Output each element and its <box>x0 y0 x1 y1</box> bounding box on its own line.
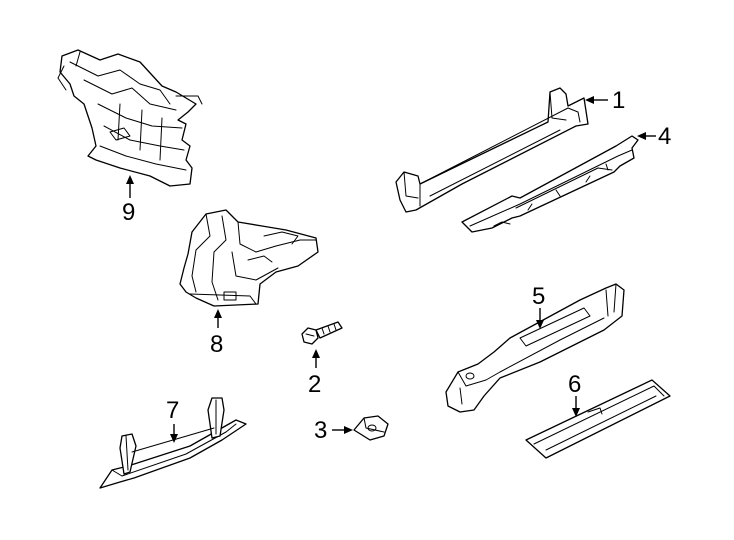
part-9-leader <box>126 175 134 198</box>
callout-1: 1 <box>612 87 625 114</box>
callout-6: 6 <box>568 371 581 398</box>
part-2-leader <box>312 349 320 368</box>
callout-8: 8 <box>210 331 223 358</box>
callout-4: 4 <box>658 123 671 150</box>
part-1-leader <box>585 96 608 104</box>
part-5-rail <box>445 283 625 413</box>
part-6-plate <box>525 379 671 459</box>
part-5-leader <box>536 308 544 329</box>
callout-5: 5 <box>532 283 545 310</box>
part-4-leader <box>637 132 656 140</box>
part-7-bracket <box>99 397 247 489</box>
callout-9: 9 <box>122 199 135 226</box>
part-6-leader <box>572 396 580 417</box>
part-2-bolt <box>301 321 343 345</box>
callout-2: 2 <box>308 371 321 398</box>
part-3-clip <box>353 415 389 441</box>
part-3-leader <box>332 426 353 434</box>
callout-7: 7 <box>166 397 179 424</box>
callout-3: 3 <box>314 417 327 444</box>
part-9-bracket <box>57 49 203 187</box>
part-7-leader <box>170 424 178 443</box>
part-8-bracket <box>179 209 319 307</box>
part-4-rail <box>461 135 639 233</box>
part-8-leader <box>214 309 222 328</box>
part-1-bar <box>395 87 589 213</box>
